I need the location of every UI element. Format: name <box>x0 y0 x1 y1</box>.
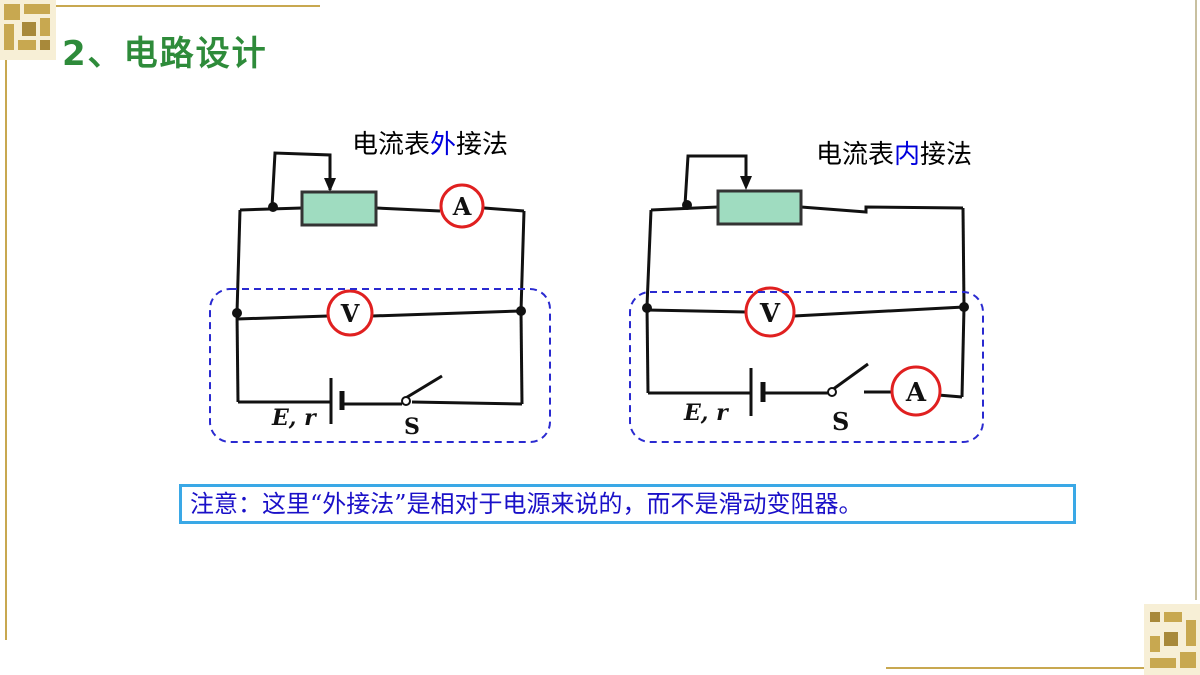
left-vm-wire-a <box>236 314 329 321</box>
right-voltmeter-label: V <box>759 299 781 329</box>
left-switch-blade <box>403 374 443 401</box>
right-ammeter <box>890 365 942 417</box>
left-circuit-title: 电流表外接法 <box>352 124 508 161</box>
note-text: 注意：这里“外接法”是相对于电源来说的，而不是滑动变阻器。 <box>190 490 863 518</box>
right-bottom-wire-d <box>937 393 963 399</box>
right-source-label: E, r <box>683 400 729 426</box>
note-box: 注意：这里“外接法”是相对于电源来说的，而不是滑动变阻器。 <box>179 484 1076 524</box>
left-junction-right <box>516 306 526 316</box>
right-title-prefix: 电流表 <box>816 140 895 170</box>
right-slider-arrow <box>740 176 752 190</box>
left-vert-right-top <box>519 210 526 312</box>
right-vm-wire-a <box>646 308 747 314</box>
right-dashed-group-box <box>629 291 984 443</box>
left-dashed-group-box <box>209 288 551 443</box>
right-vert-left-top <box>645 209 653 307</box>
left-slider-arrow <box>324 178 336 192</box>
right-slider-wire <box>683 154 748 206</box>
right-switch-pivot <box>827 387 837 397</box>
left-rheostat <box>300 190 378 227</box>
left-title-highlight: 外 <box>430 130 457 160</box>
left-vert-right-bottom <box>519 310 524 405</box>
right-vm-wire-b <box>793 305 965 318</box>
right-junction-slider <box>682 200 692 210</box>
corner-ornament-top-left <box>0 0 56 60</box>
left-top-wire-c <box>483 206 525 213</box>
left-vert-left-top <box>235 209 242 314</box>
right-switch-blade <box>831 362 869 392</box>
left-bottom-wire-c <box>411 400 523 406</box>
right-top-wire-b <box>800 205 964 214</box>
left-voltmeter-label: V <box>340 299 360 328</box>
left-slider-wire <box>270 151 332 208</box>
left-title-prefix: 电流表 <box>352 130 431 160</box>
right-vert-right-bottom <box>960 306 966 398</box>
left-voltmeter <box>326 289 374 337</box>
left-ammeter-label: A <box>452 192 472 221</box>
corner-ornament-bottom-right <box>1144 604 1200 675</box>
right-junction-left <box>642 303 652 313</box>
left-switch-pivot <box>401 396 411 406</box>
right-title-suffix: 接法 <box>920 140 973 170</box>
left-vert-left-bottom <box>235 312 240 403</box>
right-circuit-title: 电流表内接法 <box>816 134 972 171</box>
left-switch-label: S <box>404 414 420 440</box>
left-title-suffix: 接法 <box>456 130 509 160</box>
right-voltmeter <box>744 286 796 338</box>
right-switch-label: S <box>832 407 849 436</box>
page-title: 2、电路设计 <box>62 34 268 74</box>
right-title-highlight: 内 <box>894 140 921 170</box>
left-junction-left <box>232 308 242 318</box>
left-vm-wire-b <box>371 309 522 318</box>
right-rheostat <box>716 189 803 226</box>
left-top-wire-b <box>375 206 441 213</box>
right-vert-right-top <box>961 207 966 308</box>
right-vert-left-bottom <box>645 305 650 394</box>
right-ammeter-label: A <box>905 378 927 408</box>
left-junction-slider <box>268 202 278 212</box>
right-junction-right <box>959 302 969 312</box>
left-source-label: E, r <box>271 405 317 431</box>
left-ammeter <box>439 183 485 229</box>
